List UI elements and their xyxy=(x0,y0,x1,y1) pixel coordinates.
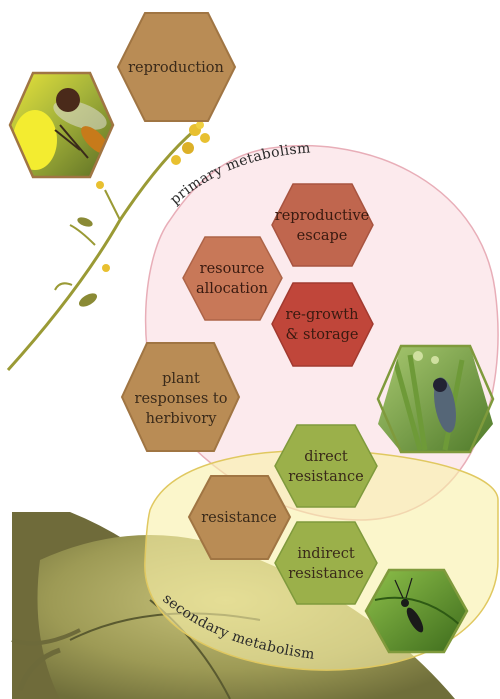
hex-regrowth-storage-line2: & storage xyxy=(286,327,359,343)
hex-resource-allocation-line1: resource xyxy=(200,261,265,277)
hex-reproduction-label: reproduction xyxy=(128,60,224,76)
hex-direct-resistance-line1: direct xyxy=(304,449,348,465)
hex-plant-responses: plant responses to herbivory xyxy=(122,343,239,451)
hex-plant-responses-line3: herbivory xyxy=(146,411,218,427)
hex-reproductive-escape: reproductive escape xyxy=(272,184,373,266)
hex-reproductive-escape-line2: escape xyxy=(297,228,348,244)
hex-regrowth-storage: re-growth & storage xyxy=(272,283,373,366)
hex-regrowth-storage-line1: re-growth xyxy=(286,307,359,323)
hex-resistance-label: resistance xyxy=(201,510,277,526)
hex-direct-resistance-line2: resistance xyxy=(288,469,364,485)
hex-plant-responses-line1: plant xyxy=(162,371,200,387)
hex-indirect-resistance-line2: resistance xyxy=(288,566,364,582)
hex-reproduction: reproduction xyxy=(118,13,235,121)
hex-resource-allocation-line2: allocation xyxy=(196,281,268,297)
hoverfly-photo xyxy=(10,73,113,177)
wasp-on-leaf-photo xyxy=(366,570,467,652)
hex-resistance: resistance xyxy=(189,476,290,559)
hex-indirect-resistance-line1: indirect xyxy=(297,546,355,562)
hex-plant-responses-line2: responses to xyxy=(135,391,228,407)
hex-resource-allocation: resource allocation xyxy=(183,237,282,320)
hex-direct-resistance: direct resistance xyxy=(275,425,377,507)
hex-indirect-resistance: indirect resistance xyxy=(275,522,377,604)
caterpillar-photo xyxy=(378,346,493,452)
hex-reproductive-escape-line1: reproductive xyxy=(275,208,369,224)
